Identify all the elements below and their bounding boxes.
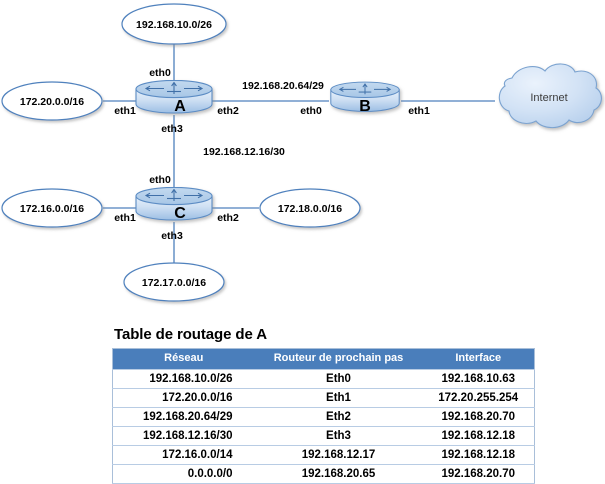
router-c: C (135, 187, 213, 222)
cell-interface: 192.168.12.18 (422, 445, 535, 465)
label-b-eth0: eth0 (300, 105, 322, 117)
column-header-interface: Interface (422, 348, 535, 370)
routing-table-title: Table de routage de A (114, 326, 267, 343)
table-header-row: Réseau Routeur de prochain pas Interface (112, 348, 535, 370)
cell-network: 192.168.20.64/29 (112, 407, 255, 427)
cell-interface: 172.20.255.254 (422, 388, 535, 408)
cell-interface: 192.168.12.18 (422, 426, 535, 446)
cell-next-hop: Eth0 (254, 369, 423, 389)
label-a-eth3: eth3 (161, 123, 183, 135)
router-a-label: A (174, 98, 186, 115)
label-b-eth1: eth1 (408, 105, 430, 117)
cell-next-hop: Eth3 (254, 426, 423, 446)
router-c-label: C (174, 205, 186, 222)
column-header-next-hop: Routeur de prochain pas (254, 348, 423, 370)
routing-table-block: Table de routage de A Réseau Routeur de … (112, 326, 535, 484)
table-row: 172.20.0.0/16 Eth1 172.20.255.254 (112, 388, 535, 408)
cell-network: 0.0.0.0/0 (112, 464, 255, 484)
table-row: 192.168.10.0/26 Eth0 192.168.10.63 (112, 369, 535, 389)
cell-next-hop: 192.168.12.17 (254, 445, 423, 465)
label-c-eth3: eth3 (161, 230, 183, 242)
label-a-eth2: eth2 (217, 105, 239, 117)
net-label-c-bottom: 172.17.0.0/16 (142, 277, 206, 289)
cell-next-hop: 192.168.20.65 (254, 464, 423, 484)
label-a-eth0: eth0 (149, 67, 171, 79)
router-b-label: B (359, 98, 371, 115)
cell-interface: 192.168.20.70 (422, 407, 535, 427)
ellipse-net-c-right (259, 188, 361, 228)
label-a-eth1: eth1 (114, 105, 136, 117)
cell-network: 192.168.12.16/30 (112, 426, 255, 446)
diagram-links (103, 44, 495, 265)
cell-network: 172.20.0.0/16 (112, 388, 255, 408)
net-label-c-left: 172.16.0.0/16 (20, 203, 84, 215)
cell-next-hop: Eth2 (254, 407, 423, 427)
router-a: A (135, 80, 213, 115)
cloud-label: Internet (530, 92, 567, 104)
cell-network: 172.16.0.0/14 (112, 445, 255, 465)
internet-cloud (498, 63, 602, 129)
ellipse-net-c-left (1, 188, 103, 228)
cell-interface: 192.168.20.70 (422, 464, 535, 484)
router-b: B (330, 81, 400, 115)
net-label-a-left: 172.20.0.0/16 (20, 96, 84, 108)
ellipse-net-c-bottom (123, 262, 225, 302)
link-label-ac: 192.168.12.16/30 (203, 146, 285, 158)
cell-network: 192.168.10.0/26 (112, 369, 255, 389)
table-row: 192.168.12.16/30 Eth3 192.168.12.18 (112, 426, 535, 446)
label-c-eth1: eth1 (114, 212, 136, 224)
cell-next-hop: Eth1 (254, 388, 423, 408)
ellipse-net-a-left (1, 81, 103, 121)
ellipse-net-a-top (121, 3, 227, 45)
table-row: 172.16.0.0/14 192.168.12.17 192.168.12.1… (112, 445, 535, 465)
net-label-c-right: 172.18.0.0/16 (278, 203, 342, 215)
table-row: 0.0.0.0/0 192.168.20.65 192.168.20.70 (112, 464, 535, 484)
network-diagram: 192.168.10.0/26 172.20.0.0/16 172.16.0.0… (1, 3, 602, 302)
routing-table: Réseau Routeur de prochain pas Interface… (112, 348, 535, 484)
net-label-a-top: 192.168.10.0/26 (136, 19, 212, 31)
network-ellipses (1, 3, 361, 302)
link-label-ab: 192.168.20.64/29 (242, 80, 324, 92)
table-row: 192.168.20.64/29 Eth2 192.168.20.70 (112, 407, 535, 427)
column-header-reseau: Réseau (112, 348, 255, 370)
label-c-eth2: eth2 (217, 212, 239, 224)
label-c-eth0: eth0 (149, 174, 171, 186)
cell-interface: 192.168.10.63 (422, 369, 535, 389)
